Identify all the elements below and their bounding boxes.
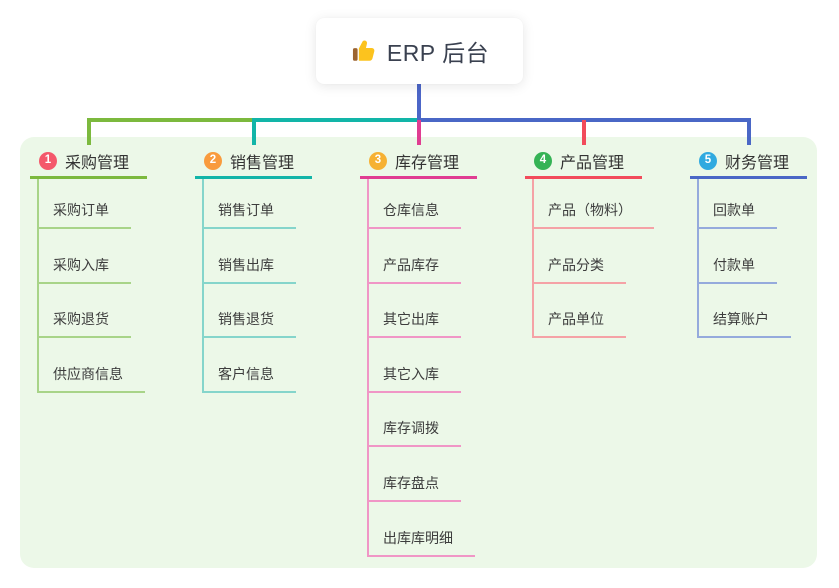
child-node: 销售退货 bbox=[202, 284, 296, 339]
branch-children: 产品（物料） 产品分类产品单位 bbox=[532, 179, 654, 339]
child-node-label[interactable]: 销售出库 bbox=[202, 255, 296, 284]
child-node: 其它入库 bbox=[367, 338, 475, 393]
child-node-label[interactable]: 产品库存 bbox=[367, 255, 461, 284]
branch-title-label: 库存管理 bbox=[395, 154, 460, 172]
child-node-label[interactable]: 出库库明细 bbox=[367, 528, 475, 557]
branch-title[interactable]: 1 采购管理 bbox=[30, 145, 147, 179]
branch-children: 销售订单销售出库销售退货客户信息 bbox=[202, 179, 296, 393]
bus-segment bbox=[251, 118, 421, 122]
child-node-label[interactable]: 采购退货 bbox=[37, 309, 131, 339]
branch-number-badge: 4 bbox=[534, 151, 552, 170]
child-node-label[interactable]: 采购订单 bbox=[37, 200, 131, 229]
child-node: 销售订单 bbox=[202, 179, 296, 229]
branch-title-label: 产品管理 bbox=[560, 154, 625, 172]
child-node-label[interactable]: 产品单位 bbox=[532, 309, 626, 339]
child-node-label[interactable]: 其它入库 bbox=[367, 364, 461, 393]
child-node-label[interactable]: 产品（物料） bbox=[532, 200, 654, 229]
child-node-label[interactable]: 销售订单 bbox=[202, 200, 296, 229]
root-node[interactable]: ERP 后台 bbox=[316, 18, 523, 84]
child-node-label[interactable]: 付款单 bbox=[697, 255, 777, 284]
branch-children: 采购订单采购入库采购退货供应商信息 bbox=[37, 179, 145, 393]
branch-title-label: 采购管理 bbox=[65, 154, 130, 172]
child-node-label[interactable]: 其它出库 bbox=[367, 309, 461, 339]
child-node: 其它出库 bbox=[367, 284, 475, 339]
root-title: ERP 后台 bbox=[386, 40, 490, 66]
child-node: 库存调拨 bbox=[367, 393, 475, 448]
child-node-label[interactable]: 结算账户 bbox=[697, 309, 791, 339]
branch-number-badge: 2 bbox=[204, 151, 222, 170]
root-connector-line bbox=[416, 84, 421, 122]
child-node-label[interactable]: 库存调拨 bbox=[367, 418, 461, 448]
child-node-label[interactable]: 采购入库 bbox=[37, 255, 131, 284]
branch-drop-line bbox=[581, 120, 586, 145]
branch-title[interactable]: 5 财务管理 bbox=[690, 145, 807, 179]
child-node: 产品分类 bbox=[532, 229, 654, 284]
child-node: 付款单 bbox=[697, 229, 791, 284]
child-node-label[interactable]: 仓库信息 bbox=[367, 200, 461, 229]
branch-children: 回款单付款单结算账户 bbox=[697, 179, 791, 339]
branches-panel bbox=[20, 137, 817, 568]
branch-number-badge: 5 bbox=[699, 151, 717, 170]
bus-segment bbox=[86, 118, 256, 122]
branch-number-badge: 1 bbox=[39, 151, 57, 170]
child-node: 回款单 bbox=[697, 179, 791, 229]
child-node-label[interactable]: 客户信息 bbox=[202, 364, 296, 393]
child-node: 产品库存 bbox=[367, 229, 475, 284]
branch-title[interactable]: 4 产品管理 bbox=[525, 145, 642, 179]
branch-drop-line bbox=[86, 120, 91, 145]
child-node: 库存盘点 bbox=[367, 447, 475, 502]
child-node: 销售出库 bbox=[202, 229, 296, 284]
branch-title-label: 财务管理 bbox=[725, 154, 790, 172]
child-node: 采购订单 bbox=[37, 179, 145, 229]
child-node: 采购入库 bbox=[37, 229, 145, 284]
branch-drop-line bbox=[251, 120, 256, 145]
branch-number-badge: 3 bbox=[369, 151, 387, 170]
child-node: 供应商信息 bbox=[37, 338, 145, 393]
thumbs-up-icon bbox=[350, 38, 377, 65]
child-node: 结算账户 bbox=[697, 284, 791, 339]
child-node-label[interactable]: 产品分类 bbox=[532, 255, 626, 284]
child-node: 出库库明细 bbox=[367, 502, 475, 557]
branch-title-label: 销售管理 bbox=[230, 154, 295, 172]
child-node-label[interactable]: 库存盘点 bbox=[367, 473, 461, 502]
branch-drop-line bbox=[746, 120, 751, 145]
child-node-label[interactable]: 供应商信息 bbox=[37, 364, 145, 393]
branch-title[interactable]: 3 库存管理 bbox=[360, 145, 477, 179]
child-node: 产品（物料） bbox=[532, 179, 654, 229]
branch-children: 仓库信息产品库存其它出库其它入库库存调拨库存盘点出库库明细 bbox=[367, 179, 475, 557]
child-node: 客户信息 bbox=[202, 338, 296, 393]
child-node: 产品单位 bbox=[532, 284, 654, 339]
child-node-label[interactable]: 回款单 bbox=[697, 200, 777, 229]
child-node-label[interactable]: 销售退货 bbox=[202, 309, 296, 339]
branch-title[interactable]: 2 销售管理 bbox=[195, 145, 312, 179]
child-node: 采购退货 bbox=[37, 284, 145, 339]
child-node: 仓库信息 bbox=[367, 179, 475, 229]
branch-drop-line bbox=[416, 120, 421, 145]
